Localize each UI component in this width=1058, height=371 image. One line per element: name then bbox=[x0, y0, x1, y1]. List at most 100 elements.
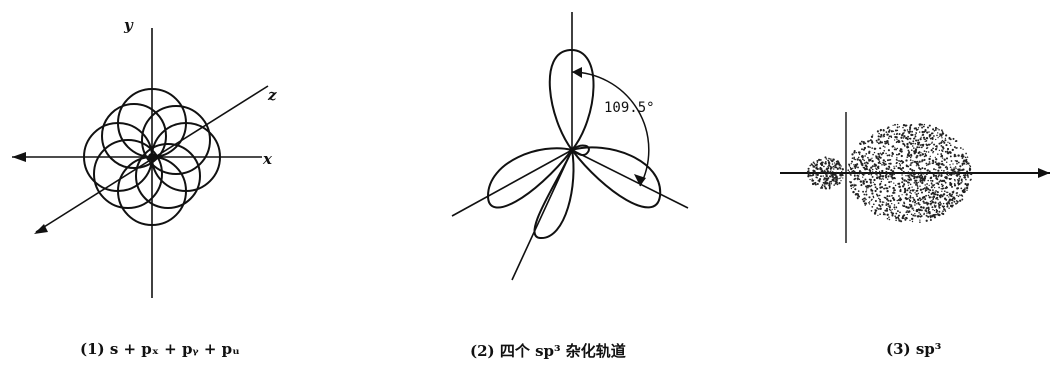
density-dot bbox=[862, 176, 864, 178]
density-dot bbox=[930, 182, 933, 185]
density-dot bbox=[869, 178, 872, 182]
density-dot bbox=[953, 146, 956, 149]
density-dot bbox=[939, 179, 942, 182]
density-dot bbox=[870, 135, 874, 138]
density-dot bbox=[916, 215, 920, 218]
density-dot bbox=[873, 163, 876, 166]
density-dot bbox=[957, 161, 960, 164]
density-dot bbox=[903, 179, 906, 182]
density-dot bbox=[938, 135, 941, 137]
density-dot bbox=[900, 159, 903, 162]
density-dot bbox=[902, 170, 905, 173]
density-dot bbox=[884, 146, 886, 148]
density-dot bbox=[946, 186, 949, 189]
density-dot bbox=[905, 164, 908, 167]
density-dot bbox=[891, 170, 895, 173]
density-dot bbox=[887, 143, 890, 146]
density-dot bbox=[945, 198, 948, 201]
density-dot bbox=[900, 136, 903, 139]
density-dot bbox=[885, 202, 888, 204]
density-dot bbox=[872, 181, 874, 184]
density-dot bbox=[820, 185, 823, 188]
density-dot bbox=[912, 214, 915, 217]
density-dot bbox=[926, 212, 928, 214]
density-dot bbox=[936, 193, 939, 196]
density-dot bbox=[931, 215, 934, 218]
density-dot bbox=[955, 167, 957, 170]
density-dot bbox=[936, 147, 938, 149]
density-dot bbox=[858, 172, 860, 175]
density-dot bbox=[862, 149, 865, 151]
density-dot bbox=[960, 178, 963, 181]
density-dot bbox=[893, 182, 895, 184]
density-dot bbox=[842, 177, 844, 179]
density-dot bbox=[946, 191, 949, 194]
density-dot bbox=[957, 168, 960, 171]
density-dot bbox=[918, 141, 921, 144]
density-dot bbox=[890, 173, 893, 175]
density-dot bbox=[935, 209, 939, 212]
density-dot bbox=[943, 190, 946, 193]
density-dot bbox=[830, 183, 832, 185]
density-dot bbox=[835, 171, 838, 174]
density-dot bbox=[877, 208, 880, 210]
density-dot bbox=[931, 206, 934, 209]
density-dot bbox=[883, 149, 885, 152]
density-dot bbox=[960, 187, 963, 190]
density-dot bbox=[841, 171, 843, 173]
density-dot bbox=[896, 126, 899, 129]
density-dot bbox=[885, 204, 888, 206]
density-dot bbox=[914, 179, 917, 182]
density-dot bbox=[956, 173, 959, 176]
density-dot bbox=[833, 173, 836, 176]
density-dot bbox=[879, 147, 882, 150]
density-dot bbox=[953, 173, 955, 175]
density-dot bbox=[947, 141, 949, 143]
density-dot bbox=[951, 148, 954, 152]
density-dot bbox=[901, 162, 903, 165]
density-dot bbox=[911, 175, 914, 177]
density-dot bbox=[864, 155, 866, 157]
density-dot bbox=[893, 167, 896, 170]
density-dot bbox=[887, 168, 890, 171]
density-dot bbox=[946, 150, 949, 153]
density-dot bbox=[914, 135, 917, 138]
density-dot bbox=[966, 189, 968, 192]
density-dot bbox=[878, 162, 881, 164]
density-dot bbox=[919, 215, 922, 218]
density-dot bbox=[913, 161, 915, 163]
density-dot bbox=[943, 158, 946, 161]
density-dot bbox=[939, 204, 942, 206]
density-dot bbox=[871, 165, 874, 168]
density-dot bbox=[809, 178, 811, 181]
density-dot bbox=[891, 214, 894, 217]
density-dot bbox=[818, 178, 821, 181]
density-dot bbox=[838, 171, 841, 174]
density-dot bbox=[907, 165, 910, 168]
density-dot bbox=[940, 153, 943, 155]
density-dot bbox=[826, 178, 829, 181]
density-dot bbox=[926, 126, 930, 129]
density-dot bbox=[891, 194, 893, 197]
density-dot bbox=[837, 177, 839, 180]
density-dot bbox=[937, 183, 940, 186]
density-dot bbox=[871, 175, 874, 178]
density-dot bbox=[922, 172, 925, 175]
density-dot bbox=[851, 153, 854, 156]
density-dot bbox=[856, 177, 859, 180]
density-dot bbox=[888, 162, 891, 165]
density-dot bbox=[862, 166, 864, 169]
density-dot bbox=[858, 170, 861, 173]
density-dot bbox=[898, 195, 900, 197]
density-dot bbox=[852, 190, 855, 194]
density-dot bbox=[836, 179, 838, 181]
density-dot bbox=[933, 186, 936, 189]
density-dot bbox=[951, 173, 953, 175]
horizontal-axis-arrow bbox=[1038, 168, 1050, 178]
density-dot bbox=[928, 131, 930, 133]
density-dot bbox=[965, 178, 967, 181]
density-dot bbox=[851, 170, 854, 173]
density-dot bbox=[867, 172, 870, 175]
density-dot bbox=[925, 210, 928, 213]
density-dot bbox=[927, 163, 930, 166]
